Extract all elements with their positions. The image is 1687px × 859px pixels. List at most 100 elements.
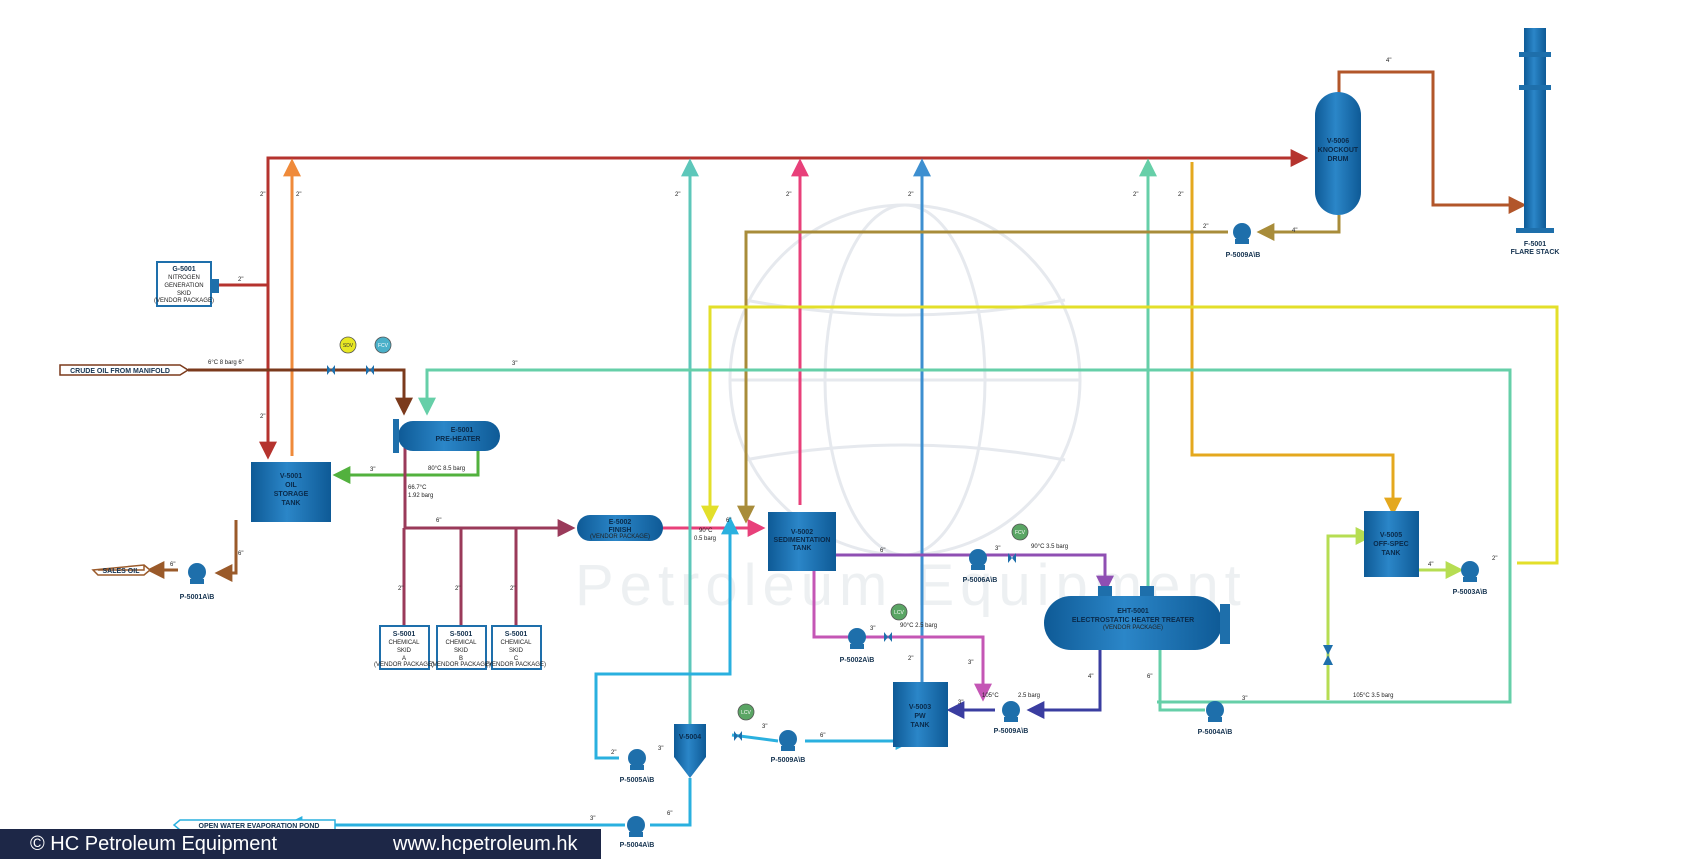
eht5001-tag: EHT-5001 [1117, 608, 1149, 615]
v5004-outlet-line [650, 778, 692, 827]
lcv-v5004-label: LCV [741, 710, 751, 716]
g5001-line1: NITROGEN [168, 275, 200, 281]
cond-pw-temp: 105°C [982, 693, 999, 699]
p5002-label: P-5002A\B [840, 657, 875, 664]
e5002-line1: FINISH [609, 527, 632, 534]
size-flare-2in: 2" [260, 192, 265, 198]
size-blue-down-2in: 2" [908, 656, 913, 662]
size-pond-6in: 6" [667, 811, 672, 817]
size-storage-2in: 2" [260, 414, 265, 420]
size-orange-2in: 2" [296, 192, 301, 198]
s5001a-tag: S-5001 [393, 631, 416, 638]
sales-oil-line [214, 520, 238, 582]
s5001c-tag: S-5001 [505, 631, 528, 638]
s5001b-line2: SKID [454, 648, 469, 654]
size-recycle-3in: 3" [512, 361, 517, 367]
fcv-inlet-label: FCV [378, 343, 389, 349]
pump-p5002[interactable] [848, 628, 866, 649]
v5004-to-sedimentation-line [594, 516, 739, 760]
s5001b-chemical-skid[interactable]: S-5001 CHEMICAL SKID B (VENDOR PACKAGE) [431, 625, 491, 670]
f5001-line1: FLARE STACK [1511, 249, 1560, 256]
v5003-tag: V-5003 [909, 704, 931, 711]
pump-p5009b[interactable] [1002, 701, 1020, 722]
pump-p5004a[interactable] [1206, 701, 1224, 722]
g5001-line2: GENERATION [164, 283, 203, 289]
size-sales-6in: 6" [238, 551, 243, 557]
size-navy-4in: 4" [1088, 674, 1093, 680]
lcv-valve-p5002[interactable]: LCV [884, 603, 908, 642]
s5001c-line2: SKID [509, 648, 524, 654]
g5001-line3: SKID [177, 291, 192, 297]
s5001a-chemical-skid[interactable]: S-5001 CHEMICAL SKID A (VENDOR PACKAGE) [374, 625, 434, 670]
v5003-line1: PW [914, 713, 926, 720]
e5001-preheater[interactable]: E-5001 PRE-HEATER [393, 419, 500, 453]
f5001-tag: F-5001 [1524, 241, 1546, 248]
eht5001-line1: ELECTROSTATIC HEATER TREATER [1072, 617, 1194, 624]
pump-p5001[interactable] [188, 563, 206, 584]
s5001a-line3: A [402, 656, 406, 662]
v5001-line2: STORAGE [274, 491, 309, 498]
cond-preheat-out: 80°C 8.5 barg [428, 466, 465, 472]
cond-finish-temp: 90°C [699, 528, 713, 534]
e5002-tag: E-5002 [609, 519, 632, 526]
size-p5002-3in: 3" [870, 626, 875, 632]
s5001c-chemical-skid[interactable]: S-5001 CHEMICAL SKID C (VENDOR PACKAGE) [486, 625, 546, 670]
flare-header-line [266, 149, 1309, 285]
s5001b-package: (VENDOR PACKAGE) [431, 662, 491, 668]
preheater-to-finish-line [403, 447, 576, 537]
pump-p5005[interactable] [628, 749, 646, 770]
eht5001-package: (VENDOR PACKAGE) [1103, 625, 1163, 631]
v5004-vessel[interactable]: V-5004 [674, 724, 706, 778]
e5001-tag: E-5001 [451, 427, 474, 434]
e5002-package: (VENDOR PACKAGE) [590, 534, 650, 540]
fcv-valve-inlet[interactable]: FCV [366, 336, 392, 375]
size-maroon-6in: 6" [436, 518, 441, 524]
v5006-knockout-drum[interactable]: V-5006 KNOCKOUT DRUM [1315, 92, 1361, 215]
v5006-line2: DRUM [1328, 156, 1349, 163]
s5001b-line3: B [459, 656, 463, 662]
sedimentation-to-pw-line [812, 570, 992, 702]
v5002-line1: SEDIMENTATION [774, 537, 831, 544]
v5002-sedimentation-tank[interactable]: V-5002 SEDIMENTATION TANK [768, 512, 836, 571]
footer-bar: © HC Petroleum Equipment www.hcpetroleum… [0, 829, 601, 859]
p5005-label: P-5005A\B [620, 777, 655, 784]
lcv-p5002-label: LCV [894, 610, 904, 616]
p5004b-label: P-5004A\B [620, 842, 655, 849]
size-offspec-ret-2in: 2" [1492, 556, 1497, 562]
crude-oil-inlet-tag: CRUDE OIL FROM MANIFOLD [59, 364, 190, 376]
size-blue-2in: 2" [908, 192, 913, 198]
lcv-valve-v5004[interactable]: LCV [734, 703, 755, 741]
v5001-line3: TANK [282, 500, 301, 507]
size-pond-3in: 3" [590, 816, 595, 822]
e5002-finish-heater[interactable]: E-5002 FINISH (VENDOR PACKAGE) [577, 515, 663, 541]
pump-p5006[interactable] [969, 549, 987, 570]
fcv-valve-p5006[interactable]: FCV [1008, 523, 1029, 563]
offspec-inlet-line [1326, 527, 1374, 700]
f5001-flare-stack[interactable]: F-5001 FLARE STACK [1511, 28, 1560, 256]
size-p5009c-3in: 3" [762, 724, 767, 730]
g5001-nitrogen-skid[interactable]: G-5001 NITROGEN GENERATION SKID (VENDOR … [154, 261, 219, 307]
v5005-tag: V-5005 [1380, 532, 1402, 539]
footer-website[interactable]: www.hcpetroleum.hk [393, 833, 578, 855]
crude-inlet-line [188, 368, 413, 416]
e5001-line1: PRE-HEATER [436, 436, 481, 443]
pump-p5009a[interactable] [1233, 223, 1251, 244]
size-magenta-3in: 3" [968, 660, 973, 666]
s5001c-package: (VENDOR PACKAGE) [486, 662, 546, 668]
sdv-valve[interactable]: SDV [327, 336, 357, 375]
cond-pw-press: 2.5 barg [1018, 693, 1040, 699]
pump-p5003[interactable] [1461, 561, 1479, 582]
pump-p5009c[interactable] [779, 730, 797, 751]
eht5001-heater-treater[interactable]: EHT-5001 ELECTROSTATIC HEATER TREATER (V… [1044, 586, 1230, 650]
fcv-p5006-label: FCV [1015, 530, 1026, 536]
v5003-pw-tank[interactable]: V-5003 PW TANK [893, 682, 948, 747]
knockout-return-line [737, 230, 1228, 524]
p5003-label: P-5003A\B [1453, 589, 1488, 596]
pump-p5004b[interactable] [627, 816, 645, 837]
size-pink-2in: 2" [786, 192, 791, 198]
v5001-oil-storage-tank[interactable]: V-5001 OIL STORAGE TANK [251, 462, 331, 522]
check-valve-offspec[interactable] [1323, 645, 1333, 665]
v5005-offspec-tank[interactable]: V-5005 OFF-SPEC TANK [1364, 511, 1419, 577]
size-flare-out-4in: 4" [1386, 58, 1391, 64]
size-pw-in-3in: 3" [958, 700, 963, 706]
